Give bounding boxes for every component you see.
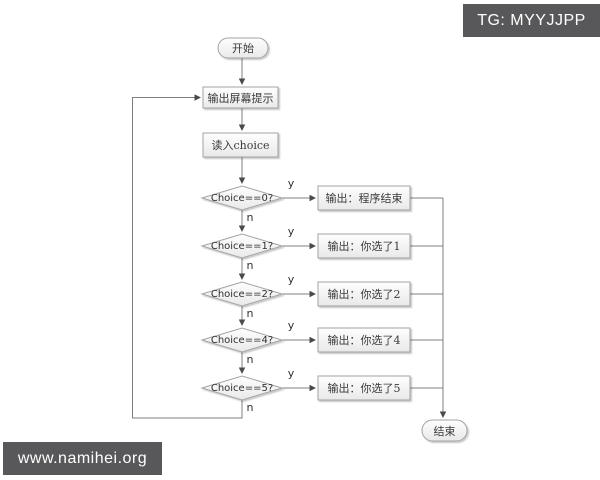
decision-choice5-shape bbox=[200, 375, 284, 401]
connector-loop-back bbox=[132, 94, 243, 419]
decision-choice2-shape bbox=[200, 281, 284, 307]
end-node-shape bbox=[421, 419, 468, 442]
output-box1-shape bbox=[317, 233, 411, 259]
telegram-watermark-badge: TG: MYYJJPP bbox=[463, 4, 600, 37]
output-box0-shape bbox=[317, 185, 411, 211]
decision-choice1-shape bbox=[200, 233, 284, 259]
website-watermark-badge: www.namihei.org bbox=[3, 442, 162, 475]
decision-choice4-shape bbox=[200, 327, 284, 353]
output-box4-shape bbox=[317, 327, 411, 353]
process-output-prompt-shape bbox=[202, 86, 279, 109]
process-read-choice-shape bbox=[202, 132, 279, 158]
decision-choice0-shape bbox=[200, 185, 284, 211]
output-box2-shape bbox=[317, 281, 411, 307]
start-node-shape bbox=[217, 37, 269, 59]
output-box5-shape bbox=[317, 375, 411, 401]
